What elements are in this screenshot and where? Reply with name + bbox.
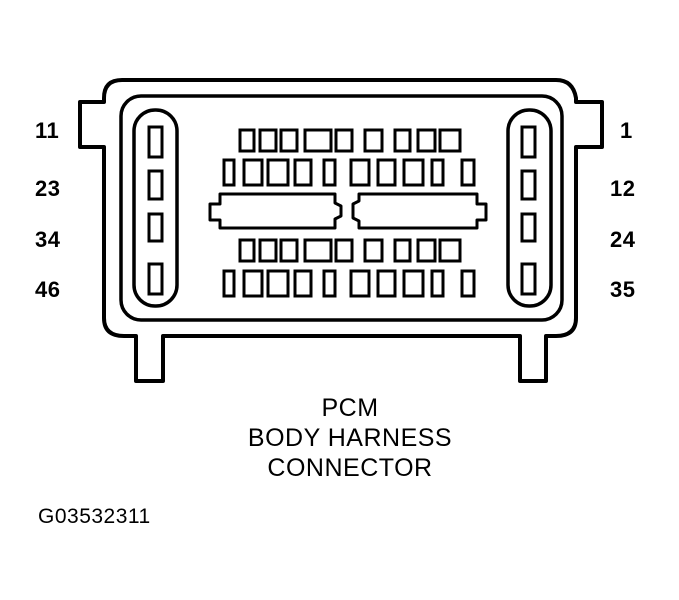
cavity (376, 158, 397, 187)
pin-label-right-3: 24 (610, 227, 636, 252)
cavity (266, 269, 290, 298)
cavity (520, 125, 537, 159)
cavity-row-1 (238, 128, 462, 153)
cavity (293, 158, 313, 187)
pin-label-right-2: 12 (610, 176, 636, 201)
cavity-row-3 (238, 238, 462, 263)
cavity (460, 158, 476, 187)
pin-label-right-4: 35 (610, 277, 636, 302)
cavity (520, 212, 537, 243)
cavity (147, 125, 164, 159)
cavity (402, 269, 425, 298)
figure-id: G03532311 (38, 505, 151, 528)
cavity (258, 238, 278, 263)
cavity (279, 238, 299, 263)
cavity (322, 269, 337, 298)
pin-label-left-4: 46 (35, 277, 61, 302)
right-terminal-column (506, 108, 553, 308)
right-latch (351, 192, 488, 230)
cavity (416, 238, 437, 263)
left-column-cavities (147, 125, 164, 296)
cavity (303, 128, 333, 153)
cavity (520, 262, 537, 296)
cavity (363, 238, 384, 263)
cavity (147, 212, 164, 243)
left-terminal-column (132, 108, 179, 308)
cavity (349, 269, 371, 298)
cavity (222, 158, 236, 187)
caption-line-3: CONNECTOR (267, 454, 433, 482)
connector-housing (78, 78, 604, 383)
cavity (334, 238, 354, 263)
cavity (242, 269, 264, 298)
caption-line-2: BODY HARNESS (247, 424, 453, 452)
cavity (293, 269, 313, 298)
cavity-row-2 (222, 158, 476, 187)
cavity (393, 128, 412, 153)
cavity (238, 238, 256, 263)
cavity (520, 169, 537, 201)
cavity (322, 158, 337, 187)
cavity (266, 158, 290, 187)
left-latch (208, 192, 343, 230)
cavity (430, 158, 445, 187)
cavity (334, 128, 354, 153)
cavity (147, 262, 164, 296)
pin-label-left-3: 34 (35, 227, 61, 252)
cavity (438, 128, 462, 153)
caption-line-1: PCM (321, 394, 379, 422)
cavity (303, 238, 333, 263)
right-column-cavities (520, 125, 537, 296)
cavity (363, 128, 384, 153)
cavity (279, 128, 299, 153)
cavity (460, 269, 476, 298)
connector-inner-outline (119, 94, 564, 322)
cavity (222, 269, 236, 298)
cavity (416, 128, 437, 153)
cavity (376, 269, 397, 298)
cavity (430, 269, 445, 298)
cavity (402, 158, 425, 187)
pin-label-left-2: 23 (35, 176, 61, 201)
cavity (349, 158, 371, 187)
cavity (238, 128, 256, 153)
cavity (258, 128, 278, 153)
cavity (147, 169, 164, 201)
cavity-row-4 (222, 269, 476, 298)
pin-label-right-1: 1 (620, 118, 633, 143)
pin-label-left-1: 11 (35, 118, 60, 143)
cavity (393, 238, 412, 263)
cavity (438, 238, 462, 263)
cavity (242, 158, 264, 187)
